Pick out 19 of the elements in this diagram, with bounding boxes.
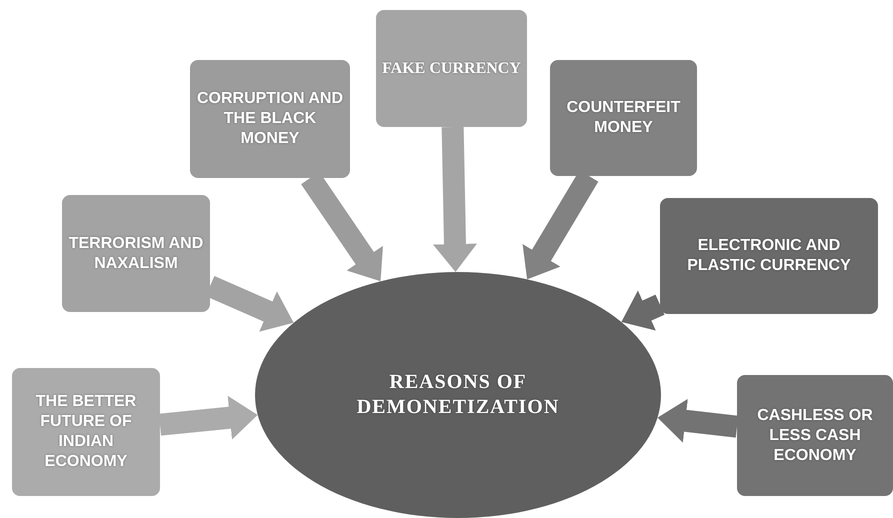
reason-box xyxy=(660,198,878,314)
node-label: COUNTERFEIT MONEY xyxy=(566,98,682,138)
reason-box xyxy=(12,368,160,496)
node-label: CORRUPTION AND THE BLACK MONEY xyxy=(196,89,344,149)
node-label: TERRORISM AND NAXALISM xyxy=(68,234,204,274)
node-label: ELECTRONIC AND PLASTIC CURRENCY xyxy=(686,236,852,276)
reason-box xyxy=(550,60,697,176)
block-arrow xyxy=(658,398,738,443)
block-arrow xyxy=(621,290,664,331)
reason-box xyxy=(737,375,893,496)
reason-box xyxy=(190,60,350,178)
reason-box xyxy=(376,10,527,127)
block-arrow xyxy=(158,396,258,440)
reason-box xyxy=(62,195,210,312)
node-label: REASONS OF DEMONETIZATION xyxy=(356,370,560,420)
block-arrow xyxy=(433,126,477,272)
node-label: FAKE CURRENCY xyxy=(381,58,522,78)
node-label: CASHLESS OR LESS CASH ECONOMY xyxy=(756,406,874,466)
node-label: THE BETTER FUTURE OF INDIAN ECONOMY xyxy=(34,392,138,472)
